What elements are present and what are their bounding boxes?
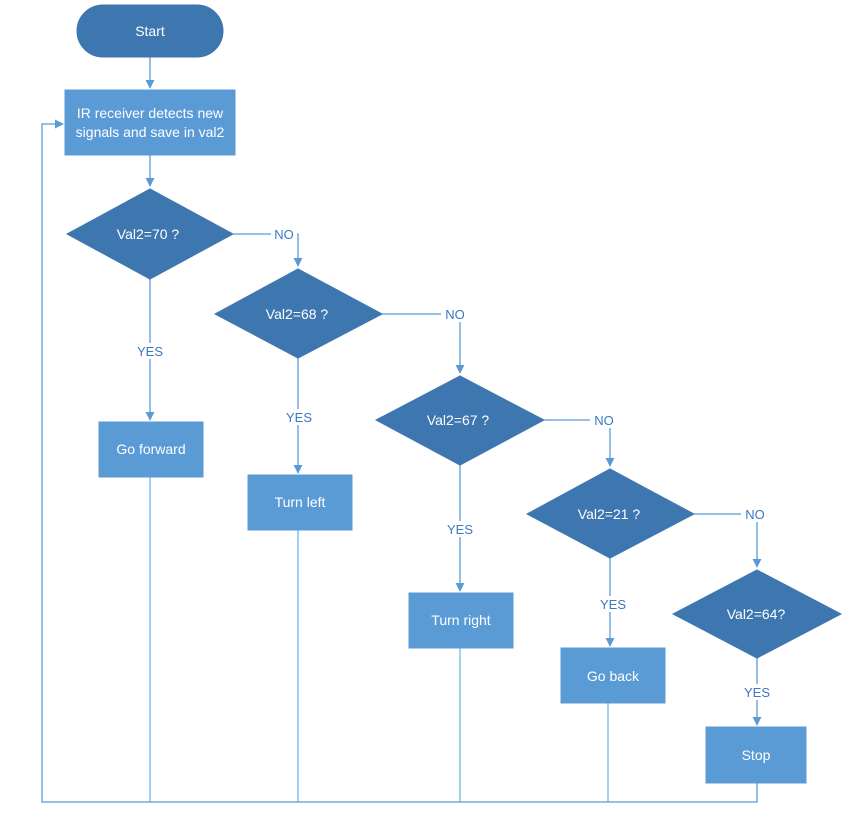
no-label-67: NO [594, 413, 614, 428]
ir-receiver-process: IR receiver detects new signals and save… [64, 89, 236, 156]
stop-process: Stop [705, 726, 807, 784]
turn-right-process: Turn right [408, 592, 514, 649]
decision-val2-64: Val2=64? [671, 569, 843, 659]
yes-label-21: YES [600, 597, 626, 612]
go-forward-label: Go forward [116, 441, 185, 457]
no-label-70: NO [274, 227, 294, 242]
decision-64-label: Val2=64? [727, 606, 786, 622]
ir-receiver-label-line2: signals and save in val2 [76, 124, 225, 140]
decision-21-label: Val2=21 ? [578, 506, 641, 522]
decision-val2-67: Val2=67 ? [374, 375, 546, 466]
no-label-21: NO [745, 507, 765, 522]
go-back-label: Go back [587, 668, 640, 684]
start-label: Start [135, 23, 165, 39]
turn-right-label: Turn right [431, 612, 491, 628]
decision-70-label: Val2=70 ? [117, 226, 180, 242]
yes-label-64: YES [744, 685, 770, 700]
go-forward-process: Go forward [98, 421, 204, 478]
ir-receiver-label-line1: IR receiver detects new [77, 105, 224, 121]
decision-val2-21: Val2=21 ? [525, 468, 696, 559]
turn-left-process: Turn left [247, 474, 353, 531]
edge-decision-70-no [233, 233, 303, 267]
edge-decision-68-no [382, 313, 465, 374]
yes-label-68: YES [286, 410, 312, 425]
decision-68-label: Val2=68 ? [266, 306, 329, 322]
yes-label-70: YES [137, 344, 163, 359]
decision-67-label: Val2=67 ? [427, 412, 490, 428]
start-node: Start [76, 4, 224, 58]
no-label-68: NO [445, 307, 465, 322]
decision-val2-68: Val2=68 ? [213, 268, 384, 359]
decision-val2-70: Val2=70 ? [65, 188, 235, 280]
edge-labels: NO YES NO YES NO YES NO YES YES [135, 226, 772, 700]
turn-left-label: Turn left [275, 494, 326, 510]
go-back-process: Go back [560, 647, 666, 704]
stop-label: Stop [742, 747, 771, 763]
yes-label-67: YES [447, 522, 473, 537]
edge-loop-back [41, 119, 758, 803]
